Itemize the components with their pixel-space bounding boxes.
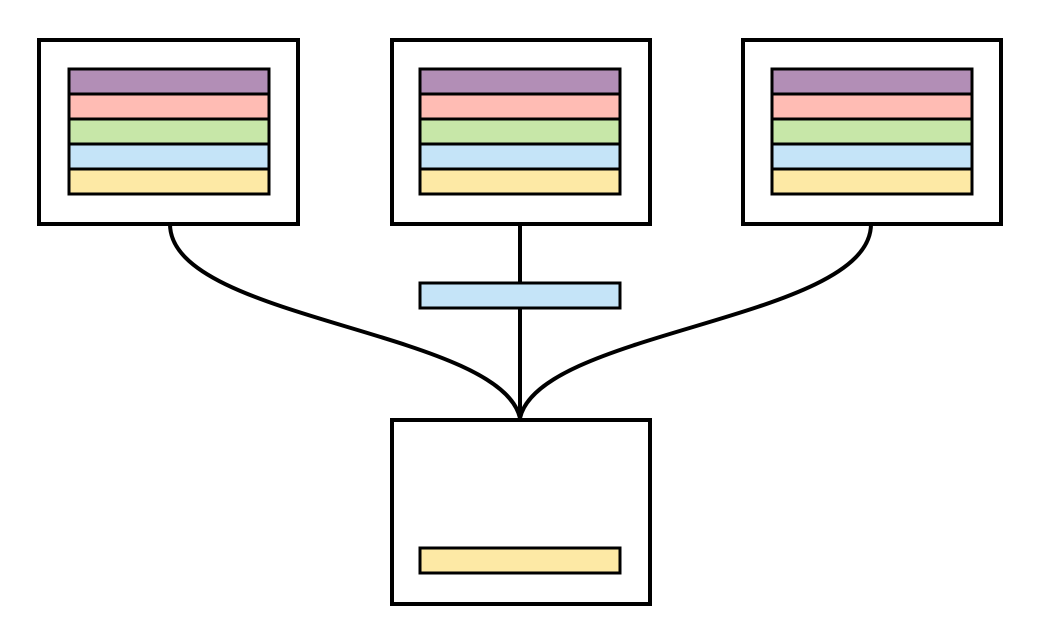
layer-yellow (418, 167, 622, 196)
layer-yellow (418, 546, 622, 575)
layer-stack (418, 67, 622, 196)
layer-purple (418, 67, 622, 96)
edge-right-to-bottom (518, 223, 873, 419)
layer-purple (67, 67, 271, 96)
layer-blue (418, 142, 622, 171)
layer-stack (418, 546, 622, 575)
layer-stack (770, 67, 974, 196)
bottom-node (390, 418, 652, 606)
layer-green (770, 117, 974, 146)
layer-blue (67, 142, 271, 171)
layer-yellow (770, 167, 974, 196)
edge-left-to-bottom (168, 223, 522, 419)
layer-green (418, 117, 622, 146)
layer-yellow (67, 167, 271, 196)
connector-layer (418, 281, 622, 310)
layer-red (418, 92, 622, 121)
top-node-right (741, 38, 1003, 226)
layer-purple (770, 67, 974, 96)
layer-blue (770, 142, 974, 171)
layer-stack (67, 67, 271, 196)
layer-red (67, 92, 271, 121)
layer-green (67, 117, 271, 146)
layer-red (770, 92, 974, 121)
top-node-center (390, 38, 652, 226)
top-node-left (37, 38, 300, 226)
